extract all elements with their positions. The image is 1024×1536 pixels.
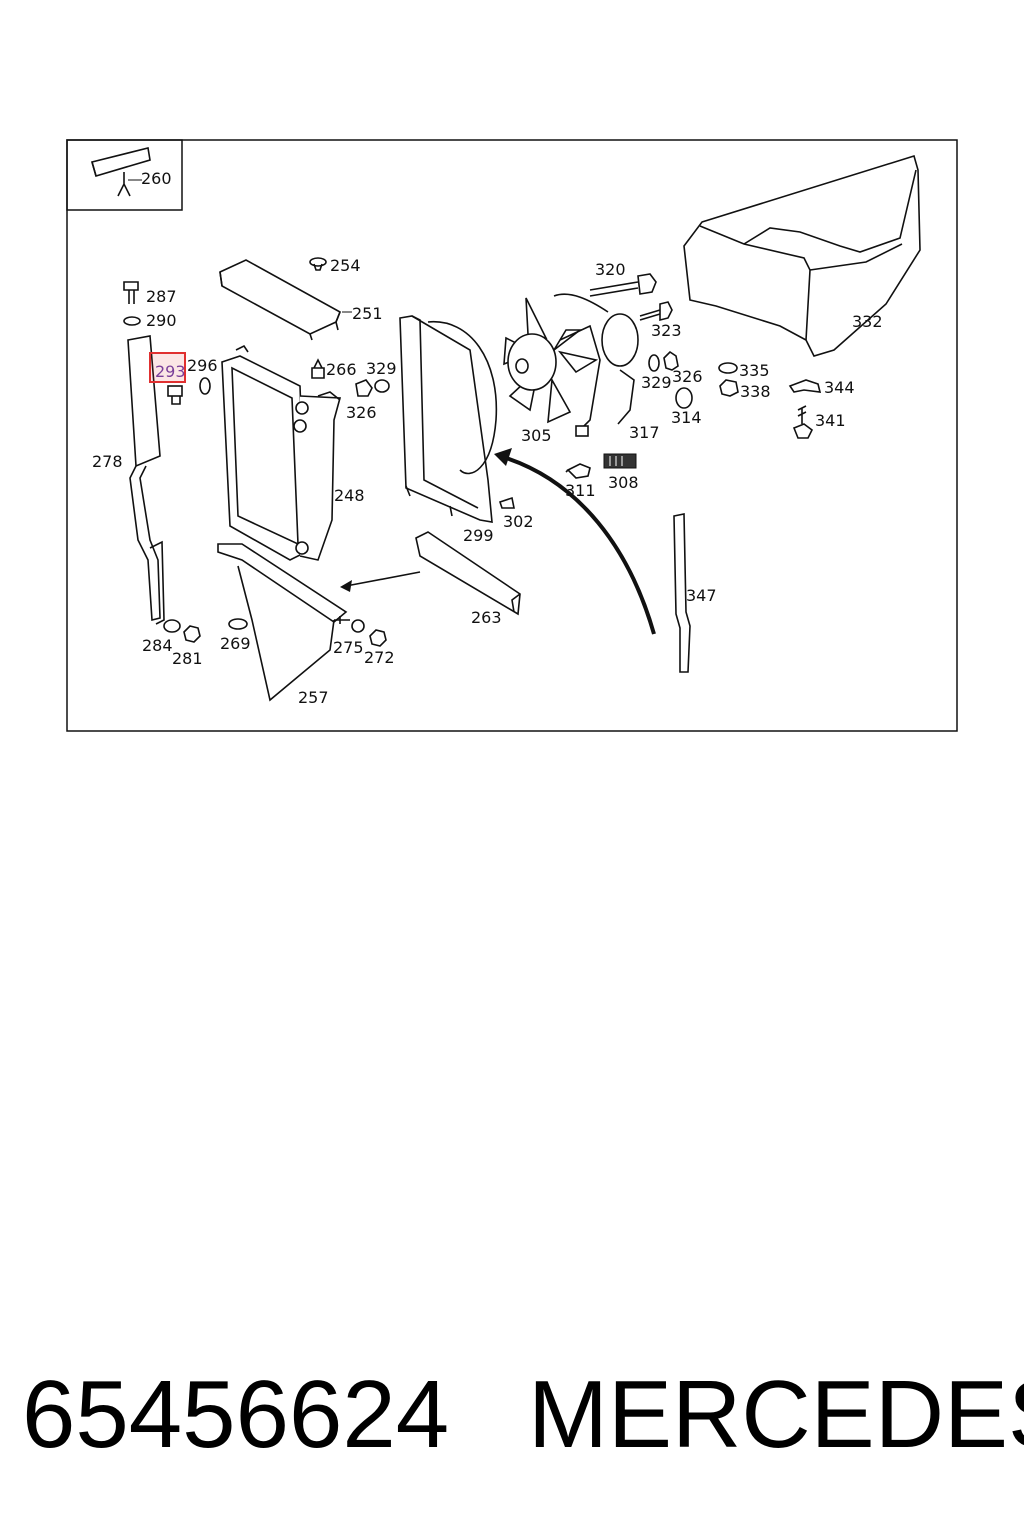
assembly-arrow-1 <box>340 571 421 592</box>
callout-347: 347 <box>686 586 717 605</box>
callout-323: 323 <box>651 321 682 340</box>
highlight-box <box>149 352 186 383</box>
callout-284: 284 <box>142 636 173 655</box>
cap-part-254 <box>309 257 327 271</box>
grommet-part-329-a <box>374 379 390 393</box>
nut-part-272 <box>369 629 387 647</box>
callout-326-b: 326 <box>672 367 703 386</box>
leader-lines <box>128 179 352 313</box>
callout-329-b: 329 <box>641 373 672 392</box>
plug-part-302 <box>498 496 515 509</box>
fan-part-305 <box>503 297 601 437</box>
inset-box <box>66 139 183 211</box>
callout-293: 293 <box>155 362 186 381</box>
callout-254: 254 <box>330 256 361 275</box>
callout-299: 299 <box>463 526 494 545</box>
washer-part-275b <box>351 619 365 633</box>
mount-part-314 <box>675 387 693 409</box>
callout-320: 320 <box>595 260 626 279</box>
callout-296: 296 <box>187 356 218 375</box>
callout-260: 260 <box>141 169 172 188</box>
grommet-part-329-b <box>648 354 660 372</box>
nut-part-338 <box>719 379 739 397</box>
callout-287: 287 <box>146 287 177 306</box>
callout-302: 302 <box>503 512 534 531</box>
strip-part-263 <box>415 531 521 616</box>
callout-344: 344 <box>824 378 855 397</box>
seal-strip-347 <box>673 513 691 673</box>
washer-part-284 <box>163 619 181 633</box>
callout-248: 248 <box>334 486 365 505</box>
connector-part-308 <box>603 453 637 469</box>
lower-shield-257 <box>217 543 348 702</box>
seal-part-296 <box>199 377 211 395</box>
callout-272: 272 <box>364 648 395 667</box>
bolt-part-323 <box>639 301 673 322</box>
sensor-part-311 <box>565 463 591 479</box>
footer-caption: 65456624 MERCEDES <box>0 1355 1024 1475</box>
nut-part-326-a <box>355 379 373 397</box>
callout-329-a: 329 <box>366 359 397 378</box>
side-bracket-278 <box>127 335 165 625</box>
bolt-part-320 <box>589 273 657 297</box>
callout-338: 338 <box>740 382 771 401</box>
fan-shroud-299 <box>399 315 498 523</box>
radiator-248 <box>221 344 342 561</box>
callout-317: 317 <box>629 423 660 442</box>
callout-257: 257 <box>298 688 329 707</box>
callout-281: 281 <box>172 649 203 668</box>
clip-part-260 <box>91 147 151 197</box>
callout-341: 341 <box>815 411 846 430</box>
callout-311: 311 <box>565 481 596 500</box>
callout-305: 305 <box>521 426 552 445</box>
callout-290: 290 <box>146 311 177 330</box>
callout-332: 332 <box>852 312 883 331</box>
callout-326-a: 326 <box>346 403 377 422</box>
callout-314: 314 <box>671 408 702 427</box>
callout-308: 308 <box>608 473 639 492</box>
callout-278: 278 <box>92 452 123 471</box>
nut-part-326-b <box>663 350 679 371</box>
clip-part-344 <box>788 379 822 393</box>
valve-part-266 <box>311 358 325 379</box>
diagram-frame <box>66 139 958 732</box>
callout-335: 335 <box>739 361 770 380</box>
pin-part-275 <box>334 616 350 624</box>
air-duct-332 <box>683 154 921 357</box>
washer-part-290 <box>123 316 141 326</box>
nut-part-281 <box>183 625 201 643</box>
callout-275: 275 <box>333 638 364 657</box>
washer-part-335 <box>718 362 738 374</box>
callout-263: 263 <box>471 608 502 627</box>
callout-266: 266 <box>326 360 357 379</box>
sensor-part-293 <box>167 385 183 405</box>
motor-bracket-317 <box>553 293 639 425</box>
grommet-part-269 <box>228 618 248 630</box>
bolt-part-287 <box>123 281 139 304</box>
screw-part-341 <box>792 405 814 439</box>
brand-name: MERCEDES <box>528 1361 1024 1468</box>
callout-269: 269 <box>220 634 251 653</box>
callout-251: 251 <box>352 304 383 323</box>
assembly-arrow-2 <box>494 448 656 635</box>
upper-bracket-251 <box>219 259 350 341</box>
part-number: 65456624 <box>22 1361 450 1468</box>
